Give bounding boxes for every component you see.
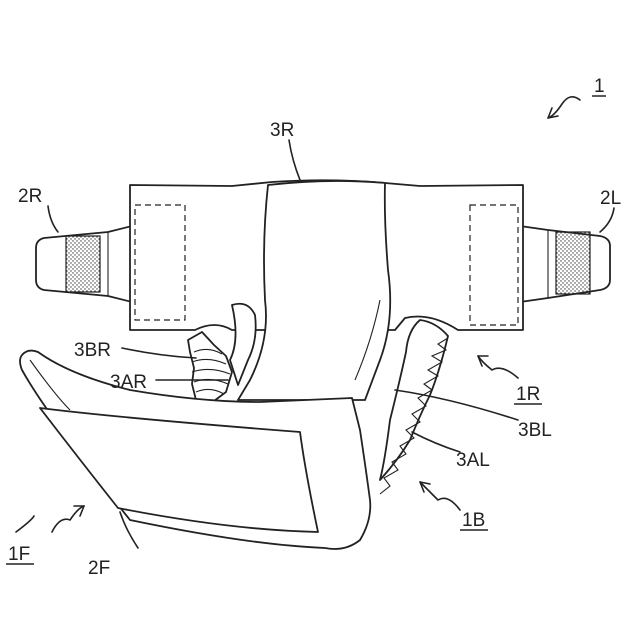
- label-left-leg-gather-inner: 3BL: [518, 420, 552, 441]
- label-right-tape: 2R: [18, 186, 42, 207]
- left-tape-hook-area: [556, 232, 590, 294]
- label-front-region: 1F: [8, 544, 30, 565]
- label-left-tape: 2L: [600, 188, 621, 209]
- label-overall: 1: [594, 76, 605, 97]
- label-back-region: 1B: [462, 510, 485, 531]
- right-fastening-tape: [36, 226, 132, 302]
- label-left-leg-gather-outer: 3AL: [456, 450, 490, 471]
- left-fastening-tape: [520, 226, 610, 302]
- label-rear-waist-gather: 3R: [270, 120, 294, 141]
- left-leg-gathers: [380, 320, 448, 494]
- arrow-1: [548, 97, 580, 118]
- label-front-target: 2F: [88, 558, 110, 579]
- arrow-1B: [420, 482, 460, 510]
- arrow-1R: [478, 356, 518, 378]
- label-right-leg-gather-inner: 3BR: [74, 340, 111, 361]
- label-right-leg-gather-outer: 3AR: [110, 372, 147, 393]
- right-tape-hook-area: [66, 236, 100, 292]
- arrow-1F: [52, 506, 84, 532]
- label-rear-region: 1R: [516, 384, 540, 405]
